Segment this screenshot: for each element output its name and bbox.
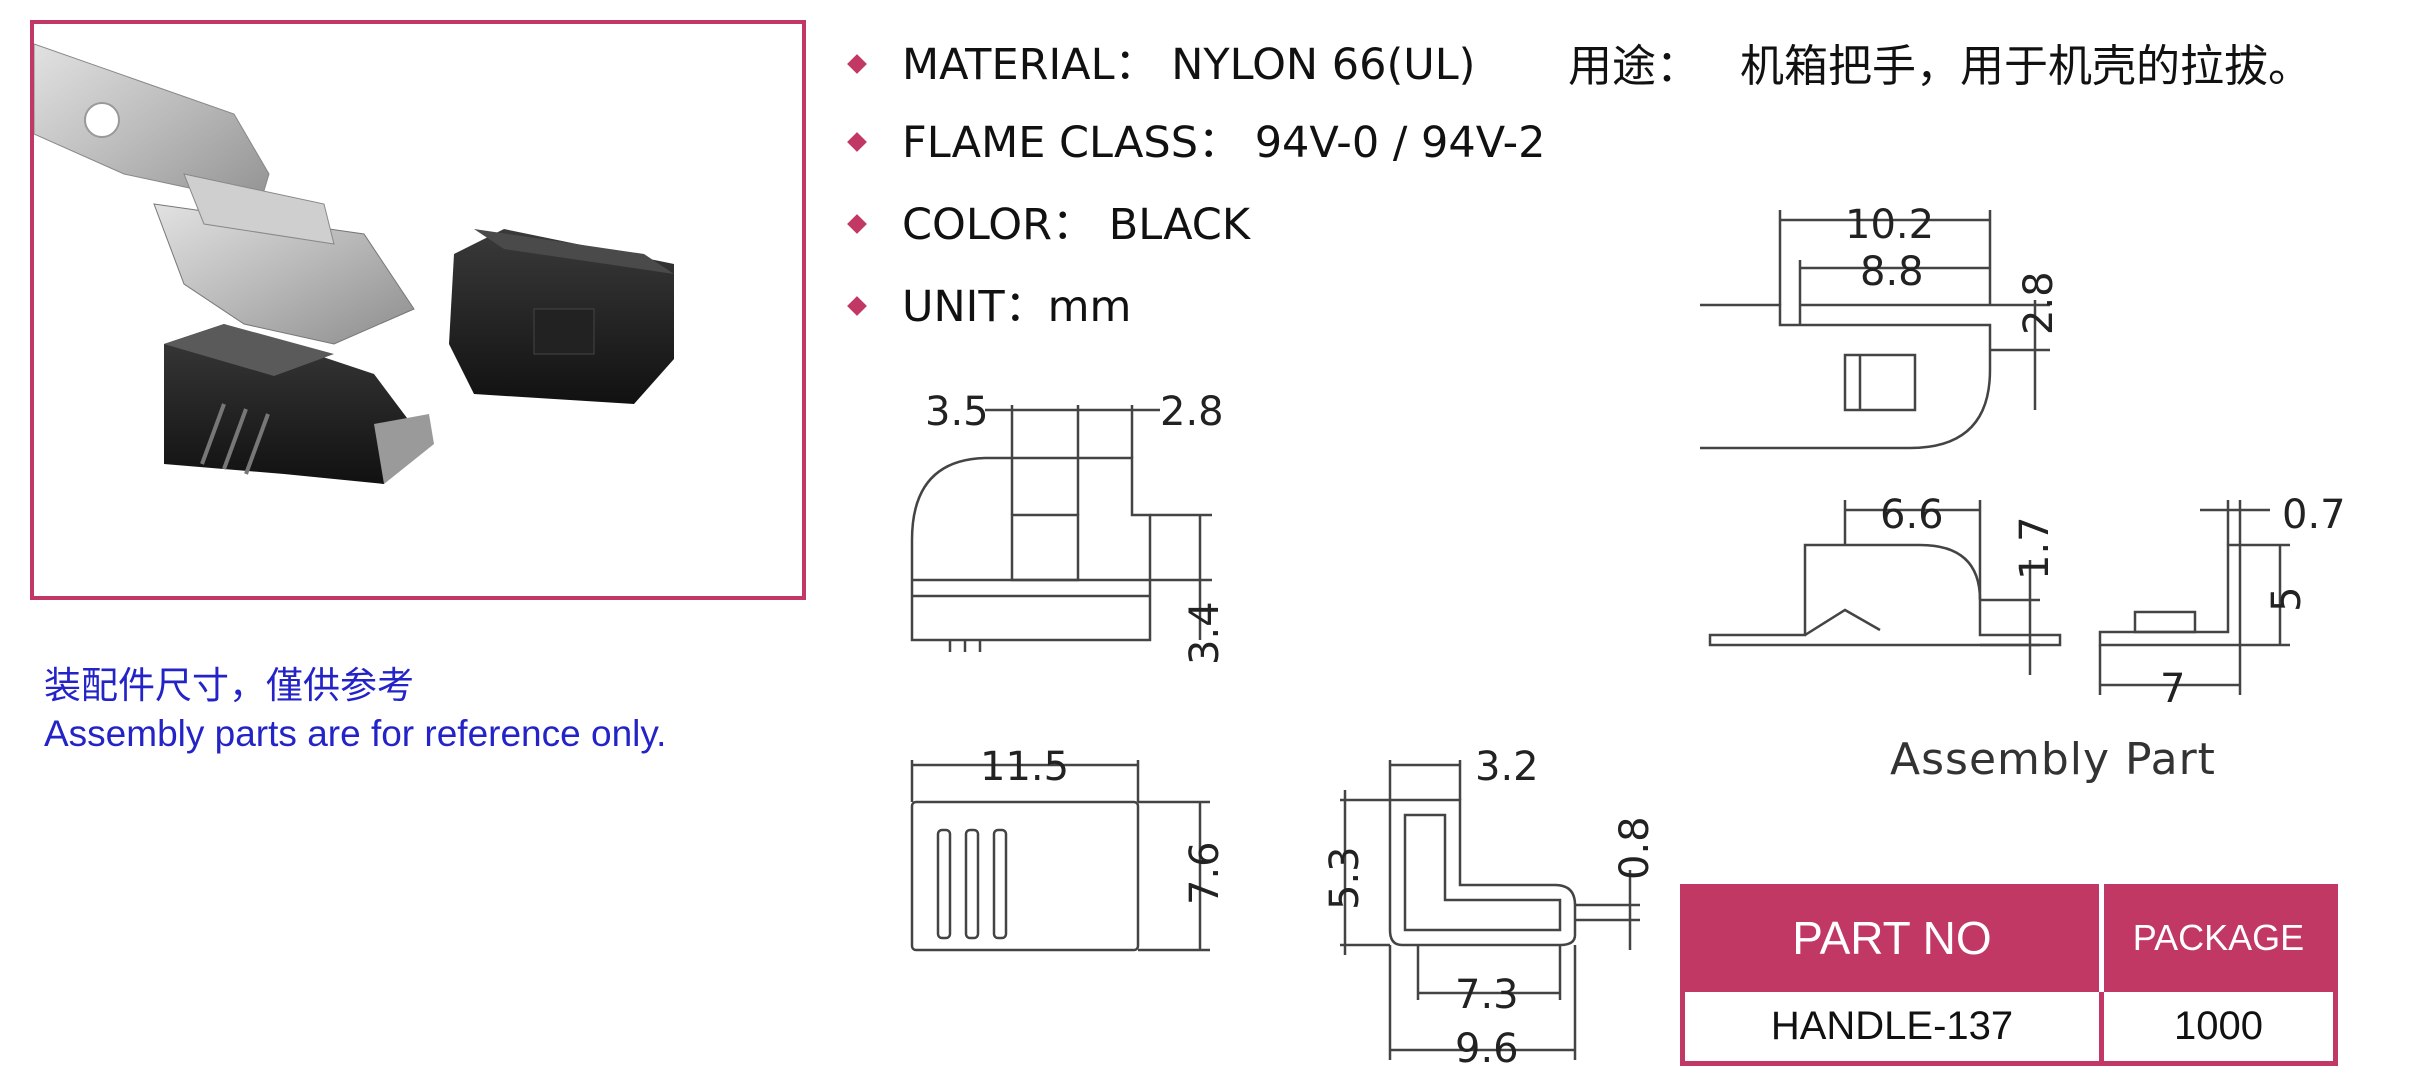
assembly-part-caption: Assembly Part [1890,734,2216,785]
dim-label: 1.7 [2012,516,2058,580]
dim-label: 10.2 [1845,202,1934,248]
spec-unit: UNIT：mm [847,272,1132,334]
spec-value: 94V-0 / 94V-2 [1254,118,1546,168]
dim-label: 8.8 [1860,249,1924,295]
dim-label: 7 [2160,666,2185,712]
part-number-table: PART NO PACKAGE HANDLE-137 1000 [1680,884,2338,1066]
dim-label: 0.8 [1612,816,1658,880]
dim-label: 11.5 [980,744,1069,790]
cell-part-no: HANDLE-137 [1682,987,2104,1064]
dim-label: 0.7 [2282,492,2346,538]
spec-label: MATERIAL： [902,40,1158,90]
spec-value: BLACK [1108,200,1251,250]
spec-color: COLOR： BLACK [847,190,1251,252]
usage-description: 机箱把手，用于机壳的拉拔。 [1740,41,2312,92]
spec-material: MATERIAL： NYLON 66(UL) [847,30,1476,92]
spec-value: NYLON 66(UL) [1171,40,1476,90]
dim-label: 2.8 [2016,271,2062,335]
dim-label: 5.3 [1322,846,1368,910]
dim-label: 3.4 [1182,601,1228,665]
spec-label: FLAME CLASS： [902,118,1242,168]
cell-package: 1000 [2101,987,2336,1064]
header-part-no: PART NO [1682,886,2104,990]
spec-value: mm [1047,282,1132,332]
dim-label: 7.6 [1182,841,1228,905]
dim-label: 5 [2264,587,2310,612]
dim-label: 6.6 [1880,492,1944,538]
usage-label: 用途： [1568,41,1700,92]
dim-label: 7.3 [1455,972,1519,1018]
dim-label: 2.8 [1160,389,1224,435]
dim-label: 3.5 [925,389,989,435]
dim-label: 9.6 [1455,1026,1519,1072]
product-photo [30,20,806,600]
reference-note-cn: 装配件尺寸，僅供参考 [44,664,414,707]
header-package: PACKAGE [2101,886,2336,990]
spec-label: COLOR： [902,200,1096,250]
spec-flame-class: FLAME CLASS： 94V-0 / 94V-2 [847,108,1546,170]
reference-note-en: Assembly parts are for reference only. [44,713,667,754]
spec-label: UNIT： [902,282,1048,332]
usage-text: 用途： 机箱把手，用于机壳的拉拔。 [1568,30,2312,94]
dim-label: 3.2 [1475,744,1539,790]
